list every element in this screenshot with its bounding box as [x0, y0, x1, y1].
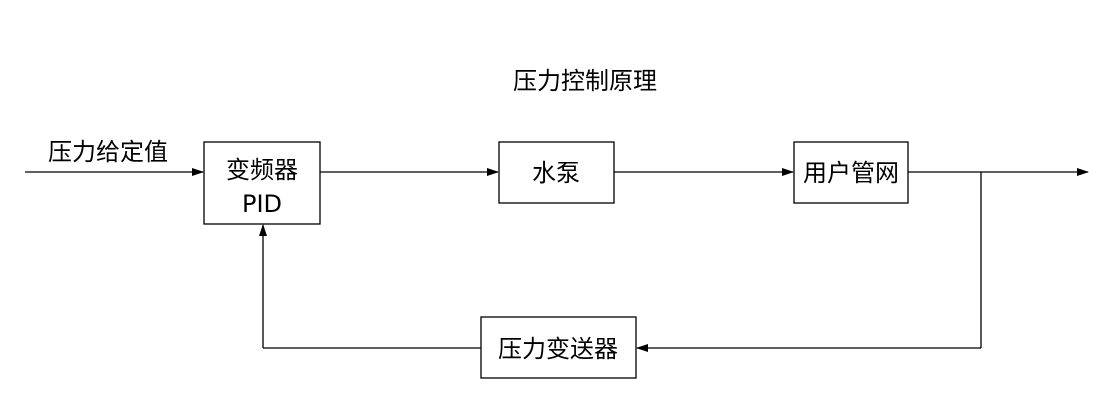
controller-label-line1: 变频器 [226, 156, 298, 184]
transmitter-label: 压力变送器 [498, 335, 618, 363]
network-block: 用户管网 [793, 141, 909, 204]
pump-block: 水泵 [498, 141, 615, 204]
network-label: 用户管网 [803, 159, 899, 187]
transmitter-block: 压力变送器 [480, 316, 637, 379]
controller-block: 变频器 PID [203, 141, 321, 225]
input-label: 压力给定值 [48, 138, 168, 166]
pump-label: 水泵 [532, 159, 580, 187]
controller-label-line2: PID [242, 190, 282, 218]
diagram-title: 压力控制原理 [513, 67, 657, 95]
